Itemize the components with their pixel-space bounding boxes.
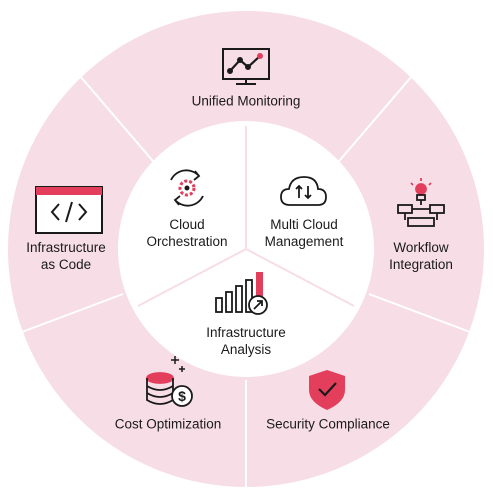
inner-dividers (137, 126, 355, 307)
bar-chart-arrow-icon (215, 272, 268, 315)
label-cloud-orchestration: Cloud Orchestration (146, 217, 228, 249)
label-infrastructure-analysis: Infrastructure Analysis (206, 325, 286, 357)
cloud-arrows-icon (280, 176, 327, 206)
shield-check-icon (309, 370, 345, 410)
gear-cycle-icon (170, 169, 204, 207)
workflow-bulb-icon (397, 178, 445, 227)
code-window-icon (35, 186, 103, 234)
label-infrastructure-as-code: Infrastructure as Code (26, 240, 106, 272)
label-multi-cloud-management: Multi Cloud Management (264, 217, 344, 249)
database-dollar-icon: $ (146, 356, 193, 407)
outer-dividers (21, 75, 471, 490)
svg-text:$: $ (178, 388, 186, 404)
label-cost-optimization: Cost Optimization (114, 416, 222, 432)
label-workflow-integration: Workflow Integration (389, 240, 453, 272)
label-unified-monitoring: Unified Monitoring (191, 93, 301, 109)
monitor-chart-icon (222, 48, 270, 85)
label-security-compliance: Security Compliance (266, 416, 390, 432)
